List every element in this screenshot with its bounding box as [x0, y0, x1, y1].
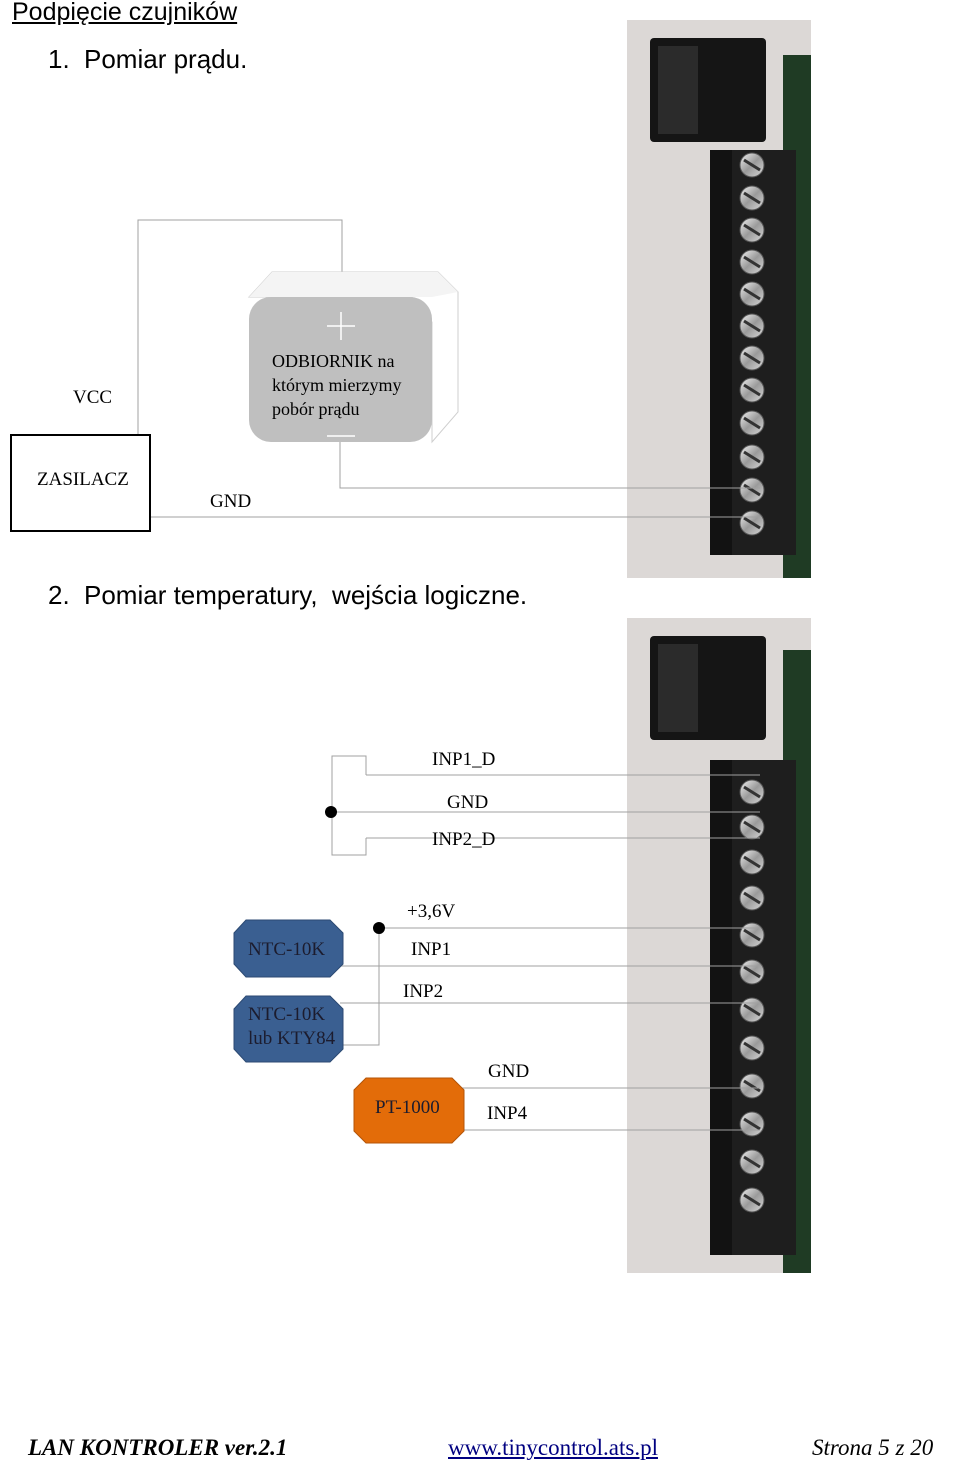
ntc-sensor-1-label: NTC-10K [248, 939, 326, 960]
pt1000-label: PT-1000 [375, 1097, 440, 1118]
inp2-d-label: INP2_D [432, 829, 496, 850]
gnd-label-3: GND [488, 1061, 530, 1082]
board-photo-2 [627, 618, 811, 1273]
footer-page-number: Strona 5 z 20 [812, 1435, 934, 1460]
gnd-label-2: GND [447, 792, 489, 813]
power-supply-label: ZASILACZ [37, 469, 129, 490]
ntc-sensor-1 [233, 919, 344, 978]
gnd-label-1: GND [210, 491, 252, 512]
inp1-d-label: INP1_D [432, 749, 496, 770]
v36-label: +3,6V [407, 901, 456, 922]
load-box [247, 271, 459, 444]
junction-dot-36v [373, 922, 385, 934]
junction-dot-gnd [325, 806, 337, 818]
section-2-text: Pomiar temperatury, wejścia logiczne. [84, 580, 528, 610]
section-2-number: 2. [48, 580, 70, 610]
section-1-text: Pomiar prądu. [84, 44, 248, 74]
load-label-line2: którym mierzymy [272, 375, 402, 395]
pt1000-sensor [353, 1077, 465, 1144]
vcc-label: VCC [73, 387, 113, 408]
inp2-label: INP2 [403, 981, 444, 1002]
power-supply-box [10, 434, 151, 532]
load-label-line1: ODBIORNIK na [272, 351, 395, 371]
diagram-2-wiring [320, 755, 760, 1131]
ntc-sensor-2 [233, 995, 344, 1063]
footer-product: LAN KONTROLER ver.2.1 [28, 1435, 288, 1460]
inp4-label: INP4 [487, 1103, 528, 1124]
page-heading: Podpięcie czujników [12, 0, 238, 26]
footer-url-link[interactable]: www.tinycontrol.ats.pl [448, 1435, 658, 1460]
ntc-sensor-2-label-line2: lub KTY84 [248, 1028, 336, 1049]
board-photo-1 [627, 20, 811, 578]
inp1-label: INP1 [411, 939, 452, 960]
ntc-sensor-2-label-line1: NTC-10K [248, 1004, 326, 1025]
section-1-number: 1. [48, 44, 70, 74]
load-label-line3: pobór prądu [272, 399, 360, 419]
section-1-title: 1. Pomiar prądu. [48, 44, 247, 75]
section-2-title: 2. Pomiar temperatury, wejścia logiczne. [48, 580, 527, 611]
